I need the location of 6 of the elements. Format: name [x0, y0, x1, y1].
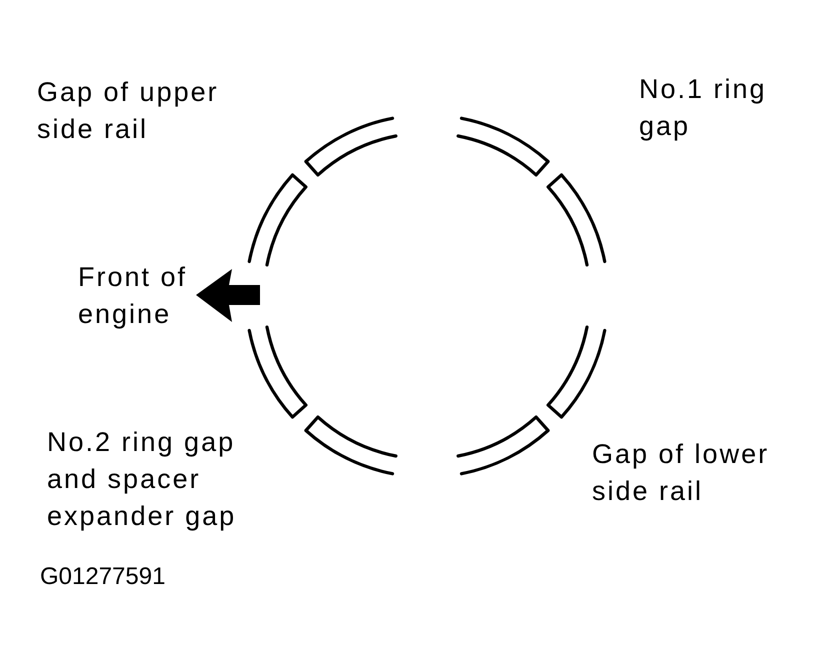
direction-label: Front of engine [78, 261, 188, 331]
callout-label: No.2 ring gap and spacer expander gap [47, 426, 238, 533]
callout-label: Gap of lower side rail [592, 438, 770, 508]
callout-label: Gap of upper side rail [37, 76, 220, 146]
callout-label: No.1 ring gap [639, 73, 768, 143]
figure-number: G01277591 [40, 563, 166, 591]
